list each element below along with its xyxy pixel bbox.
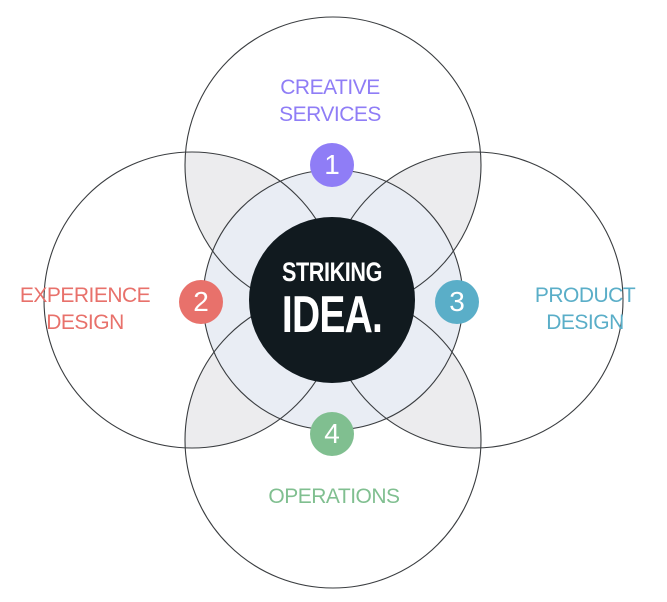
label-line: EXPERIENCE <box>19 284 151 307</box>
label-line: OPERATIONS <box>268 485 400 508</box>
center-circle: STRIKING IDEA. <box>249 217 415 383</box>
badge-1: 1 <box>310 143 354 187</box>
badge-3: 3 <box>435 280 479 324</box>
label-line: SERVICES <box>279 103 381 126</box>
label-line: CREATIVE <box>280 76 380 99</box>
label-line: DESIGN <box>546 311 624 334</box>
badge-4: 4 <box>310 412 354 456</box>
label-line: DESIGN <box>46 311 124 334</box>
label-line: PRODUCT <box>534 284 636 307</box>
label-experience-design: EXPERIENCE DESIGN <box>0 282 175 336</box>
label-product-design: PRODUCT DESIGN <box>495 282 667 336</box>
center-line2: IDEA. <box>281 286 383 344</box>
badge-2: 2 <box>179 280 223 324</box>
label-creative-services: CREATIVE SERVICES <box>230 74 430 128</box>
center-line1: STRIKING <box>281 257 382 287</box>
label-operations: OPERATIONS <box>234 483 434 510</box>
